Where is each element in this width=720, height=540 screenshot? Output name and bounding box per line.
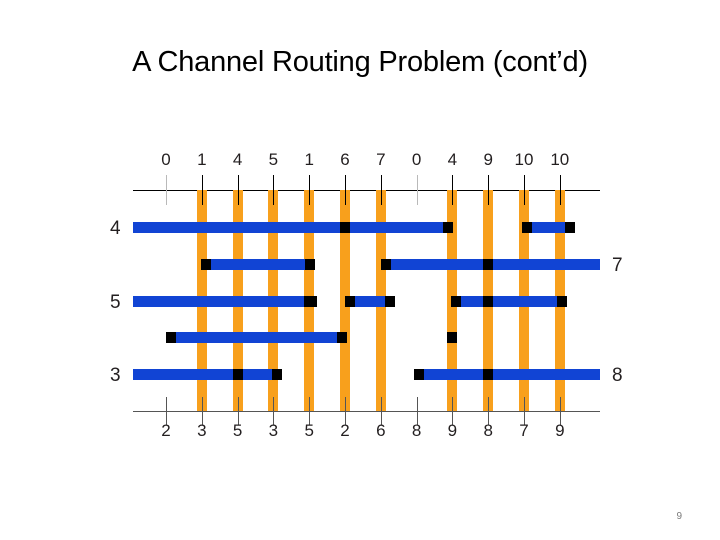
- via-r1-c9: [483, 259, 494, 270]
- top-terminal-label-4: 1: [304, 150, 314, 169]
- via-r2-c4: [304, 296, 315, 307]
- top-tick-7: [416, 175, 418, 205]
- page-title: A Channel Routing Problem (cont’d): [132, 46, 588, 78]
- wire-unlabeled-via-left: [166, 332, 176, 343]
- bottom-tick-7: [416, 397, 418, 425]
- wire-3-right-via-left: [414, 369, 424, 380]
- top-axis-line: [133, 190, 600, 191]
- top-tick-2: [237, 175, 239, 205]
- top-terminal-label-6: 7: [376, 150, 386, 169]
- top-tick-9: [488, 175, 490, 205]
- wire-3-right: [414, 369, 600, 380]
- top-terminal-label-5: 6: [340, 150, 350, 169]
- wire-4-right-via-right: [565, 222, 575, 233]
- top-terminal-label-1: 1: [197, 150, 207, 169]
- bottom-terminal-label-10: 7: [519, 421, 529, 440]
- top-terminal-label-10: 10: [514, 150, 534, 169]
- via-r4-c2: [232, 369, 243, 380]
- wire-4-right: [522, 222, 575, 233]
- bottom-tick-10: [524, 397, 525, 425]
- page-number: 9: [676, 511, 682, 522]
- bottom-terminal-label-4: 5: [304, 421, 314, 440]
- bottom-terminal-label-1: 3: [197, 421, 207, 440]
- bottom-tick-1: [201, 397, 203, 425]
- wire-7-right-via-left: [381, 259, 391, 270]
- top-terminal-label-9: 9: [483, 150, 493, 169]
- top-terminal-label-11: 10: [550, 150, 570, 169]
- via-r3-c8: [447, 332, 458, 343]
- via-r0-c5: [340, 222, 350, 233]
- bottom-axis-line: [133, 411, 600, 412]
- wire-5-right-via-right: [557, 296, 567, 307]
- top-tick-6: [380, 175, 382, 205]
- wire-3-left: [133, 369, 282, 380]
- bottom-tick-9: [488, 397, 490, 425]
- bottom-terminal-label-7: 8: [411, 421, 422, 440]
- wire-4-right-via-left: [522, 222, 532, 233]
- bottom-tick-5: [345, 397, 346, 425]
- wire-unlabeled: [166, 332, 347, 343]
- bottom-terminal-label-5: 2: [340, 421, 350, 440]
- bottom-terminal-label-9: 8: [483, 421, 493, 440]
- top-tick-3: [273, 175, 275, 205]
- bottom-terminal-label-0: 2: [161, 421, 171, 440]
- bottom-tick-8: [452, 397, 454, 425]
- bottom-tick-11: [559, 397, 561, 425]
- bottom-terminal-label-3: 3: [268, 421, 279, 440]
- right-row-label-8-1: 8: [612, 365, 623, 386]
- left-row-label-5-1: 5: [110, 292, 121, 313]
- wire-4-main: [133, 222, 453, 233]
- left-row-label-4-0: 4: [110, 218, 121, 239]
- wire-unlabeled-via-right: [337, 332, 347, 343]
- wire-7-left-via-left: [201, 259, 211, 270]
- top-terminal-label-0: 0: [161, 150, 171, 169]
- bottom-tick-4: [309, 397, 311, 425]
- bottom-terminal-label-11: 9: [555, 421, 565, 440]
- wire-5-mid-via-left: [345, 296, 355, 307]
- wire-7-left-via-right: [305, 259, 315, 270]
- bottom-terminal-label-8: 9: [447, 421, 458, 440]
- bottom-terminal-label-2: 5: [232, 421, 243, 440]
- wire-5-right-via-left: [451, 296, 461, 307]
- top-terminal-label-7: 0: [411, 150, 422, 169]
- left-row-label-3-2: 3: [110, 365, 121, 386]
- top-tick-10: [524, 175, 525, 205]
- bottom-tick-6: [380, 397, 382, 425]
- top-tick-0: [166, 175, 167, 205]
- wire-5-right: [451, 296, 567, 307]
- right-row-label-7-0: 7: [612, 255, 623, 276]
- wire-7-left: [201, 259, 315, 270]
- bottom-tick-3: [273, 397, 275, 425]
- wire-4-main-via-right: [443, 222, 453, 233]
- wire-5-mid: [345, 296, 395, 307]
- top-tick-5: [345, 175, 346, 205]
- top-terminal-label-3: 5: [268, 150, 279, 169]
- top-tick-8: [452, 175, 454, 205]
- bottom-terminal-label-6: 6: [376, 421, 386, 440]
- via-r4-c9: [483, 369, 494, 380]
- wire-3-left-via-right: [272, 369, 282, 380]
- wire-5-left: [133, 296, 317, 307]
- wire-5-mid-via-right: [385, 296, 395, 307]
- via-r2-c9: [483, 296, 494, 307]
- top-tick-4: [309, 175, 311, 205]
- top-terminal-label-2: 4: [232, 150, 243, 169]
- bottom-tick-0: [166, 397, 167, 425]
- top-tick-1: [201, 175, 203, 205]
- top-terminal-label-8: 4: [447, 150, 458, 169]
- bottom-tick-2: [237, 397, 239, 425]
- top-tick-11: [559, 175, 561, 205]
